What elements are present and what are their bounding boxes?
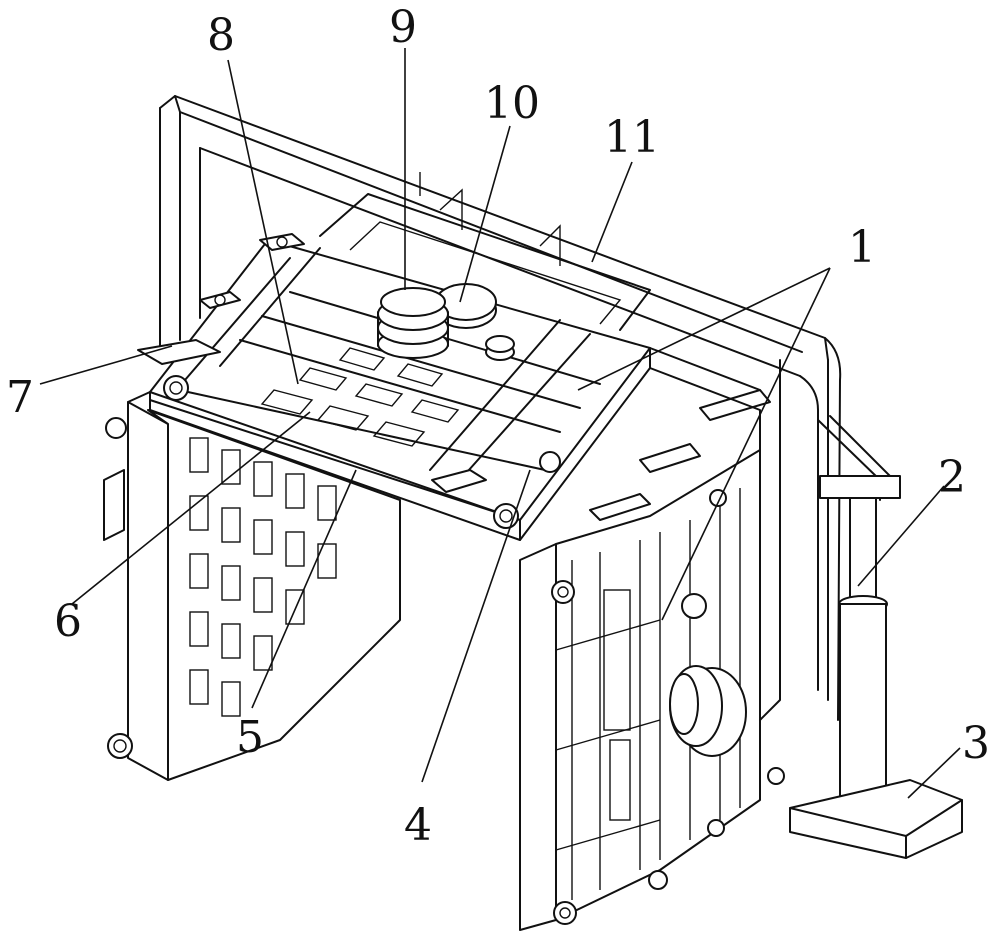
left-panel [103,391,401,781]
label-6: 6 [54,596,82,647]
label-8: 8 [207,10,235,61]
label-4: 4 [404,800,432,851]
leader-lines [39,48,961,799]
label-7: 7 [6,372,34,423]
part-labels: 8 9 10 11 1 7 2 6 3 5 4 [6,2,990,851]
label-5: 5 [236,712,264,763]
label-1: 1 [848,222,876,273]
label-9: 9 [389,2,417,53]
right-panel [519,347,785,931]
front-beam [137,233,561,529]
top-motors [377,283,515,361]
label-11: 11 [604,112,660,163]
overhead-frame [159,95,891,721]
label-2: 2 [938,452,966,503]
cylinder-base [789,475,963,859]
label-3: 3 [962,718,990,769]
label-10: 10 [484,78,540,129]
